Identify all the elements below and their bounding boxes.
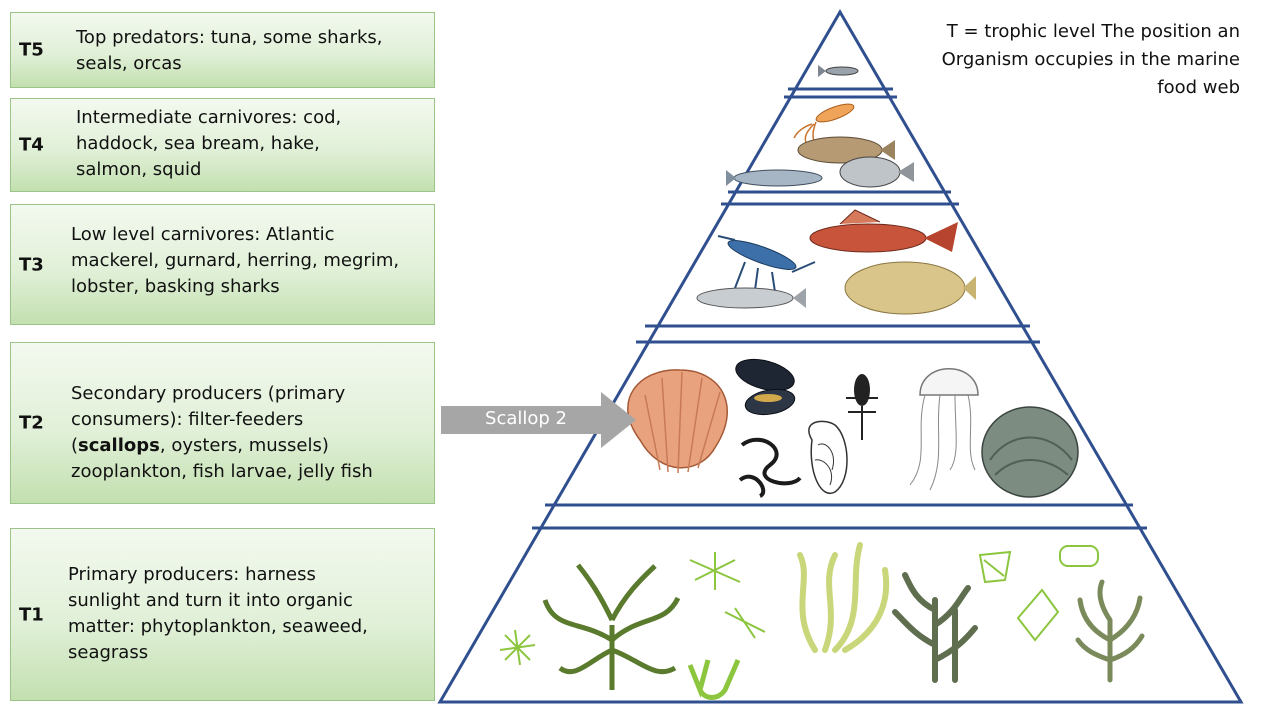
herring-icon [697,288,806,308]
tuna-icon [818,65,858,77]
seaweed-branching-icon [1078,582,1142,680]
seagrass-icon [690,660,738,698]
megrim-icon [845,262,976,314]
oyster-shell-icon [809,421,847,493]
mussels-icon [732,354,797,418]
scallop-arrow-label: Scallop 2 [441,408,611,429]
gurnard-icon [810,210,958,252]
fish-larva-icon [846,374,878,440]
phytoplankton-icon [500,546,1098,665]
scallop-icon [628,370,727,473]
sea-bream-icon [840,157,914,187]
seaweed-feathery-icon [895,575,975,680]
seaweed-bushy-icon [545,565,678,690]
jellyfish-icon [910,369,978,490]
worms-icon [740,440,800,496]
lobster-icon [718,235,815,292]
seaweed-kelp-icon [800,545,886,650]
oyster-icon [982,407,1078,497]
